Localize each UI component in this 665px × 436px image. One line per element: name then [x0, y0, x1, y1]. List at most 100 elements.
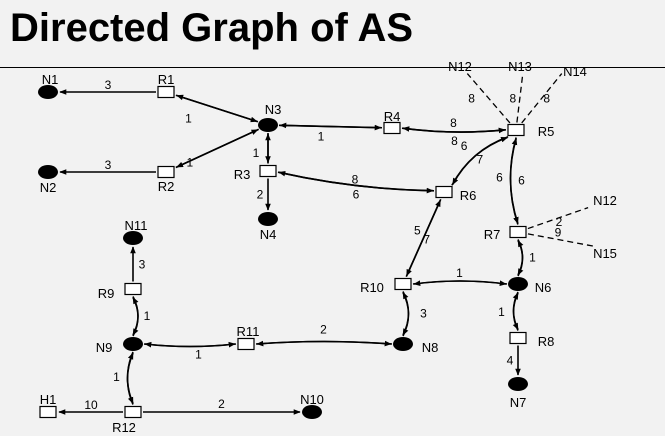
edge-cost-r6-r3: 6: [353, 188, 360, 202]
node-label-r10: R10: [360, 280, 384, 295]
edge-cost-r7-n12b: 2: [556, 215, 563, 229]
edge-cost-r8-n7: 4: [507, 353, 514, 367]
edge-r7-to-r5: [509, 137, 519, 225]
edge-r5-to-r4: [402, 126, 507, 133]
edge-n9-to-r12: [126, 351, 134, 405]
network-node-n1: [38, 85, 58, 99]
network-node-n6: [508, 277, 528, 291]
edge-cost-r7-r5: 6: [496, 171, 503, 185]
edge-cost-r3-n4: 2: [257, 187, 264, 201]
edge-n8-to-r11: [256, 340, 393, 347]
edge-cost-r4-n3: 1: [318, 130, 325, 144]
edge-r5-to-n14: [521, 73, 563, 124]
edge-cost-r5-n14: 8: [543, 91, 550, 105]
router-node-r9: [124, 282, 142, 296]
node-label-r3: R3: [234, 167, 251, 182]
edge-cost-r3-r6: 8: [352, 172, 359, 186]
edge-cost-r7-n6: 1: [529, 250, 536, 264]
node-label-n8: N8: [422, 340, 439, 355]
edge-n6-to-r7: [517, 239, 524, 277]
host-node-h1: [39, 405, 57, 419]
edge-n3-to-r4: [278, 124, 382, 131]
edge-cost-r4-r5: 8: [450, 116, 457, 130]
nodes-layer: [38, 85, 528, 419]
edge-n6-to-r10: [413, 280, 508, 286]
node-label-n12a: N12: [448, 59, 472, 74]
edge-cost-r2-n2: 3: [105, 158, 112, 172]
node-label-r8: R8: [538, 334, 555, 349]
node-label-r9: R9: [98, 286, 115, 301]
router-node-r1: [157, 85, 175, 99]
network-node-n3: [258, 118, 278, 132]
edge-n9-to-r11: [143, 341, 236, 348]
title-divider: [0, 67, 665, 68]
node-label-n13: N13: [508, 59, 532, 74]
edge-cost-r10-r6: 5: [414, 223, 421, 237]
edge-cost-r10-n8: 3: [420, 306, 427, 320]
edge-cost-r11-n9: 1: [195, 348, 202, 362]
node-label-r4: R4: [384, 109, 401, 124]
edge-cost-r5-n13: 8: [509, 91, 516, 105]
router-node-r5: [507, 123, 525, 137]
edge-r6-to-r5: [451, 136, 508, 186]
edge-cost-r1-n1: 3: [105, 78, 112, 92]
edge-cost-r6-r5: 6: [461, 139, 468, 153]
edge-cost-r6-r10: 7: [423, 233, 430, 247]
edge-n9-to-r9: [132, 296, 139, 337]
router-node-r10: [394, 277, 412, 291]
node-label-n11: N11: [125, 218, 148, 233]
edge-r6-to-r3: [278, 170, 435, 192]
edge-cost-r5-r6: 7: [476, 152, 483, 166]
node-label-n7: N7: [510, 395, 527, 410]
edge-cost-r12-n9: 1: [113, 370, 120, 384]
node-label-r2: R2: [158, 179, 175, 194]
node-label-n10: N10: [300, 392, 324, 407]
router-node-r12: [124, 405, 142, 419]
edge-n6-to-r8: [512, 291, 519, 331]
edge-cost-r3-n3: 1: [253, 146, 260, 160]
edge-cost-r5-n12a: 8: [468, 91, 475, 105]
node-label-h1: H1: [40, 392, 57, 407]
edge-cost-r9-n9: 1: [144, 309, 151, 323]
network-node-n8: [393, 337, 413, 351]
edge-n3-to-r1: [176, 94, 259, 123]
node-label-r1: R1: [158, 72, 175, 87]
node-label-r6: R6: [460, 188, 477, 203]
edge-r7-to-n12b: [527, 207, 589, 230]
network-node-n4: [258, 212, 278, 226]
network-node-n11: [123, 231, 143, 245]
edge-n3-to-r2: [176, 128, 260, 168]
edge-r7-to-n15: [527, 233, 597, 248]
edge-r10-to-r6: [405, 199, 442, 277]
router-node-r4: [383, 121, 401, 135]
node-label-r5: R5: [538, 124, 555, 139]
node-label-n3: N3: [265, 102, 282, 117]
network-node-n10: [302, 405, 322, 419]
network-node-n2: [38, 165, 58, 179]
edge-n8-to-r10: [402, 291, 410, 337]
router-node-r6: [435, 185, 453, 199]
edge-cost-r11-n8: 2: [320, 323, 327, 337]
router-node-r11: [237, 337, 255, 351]
node-label-r7: R7: [484, 227, 501, 242]
router-node-r3: [259, 164, 277, 178]
edges-layer: [58, 73, 597, 415]
node-label-n9: N9: [96, 340, 113, 355]
edge-cost-r10-n6: 1: [456, 266, 463, 280]
slide-title: Directed Graph of AS: [10, 6, 414, 50]
edge-cost-r2-n3: 1: [186, 156, 193, 170]
edge-cost-r5-r4: 8: [451, 134, 458, 148]
node-label-n1: N1: [42, 72, 59, 87]
edge-cost-r12-n10: 2: [218, 397, 225, 411]
node-label-r12: R12: [112, 420, 136, 435]
network-node-n7: [508, 377, 528, 391]
router-node-r2: [157, 165, 175, 179]
edge-cost-r12-h1: 10: [84, 398, 98, 412]
router-node-r7: [509, 225, 527, 239]
edge-cost-r9-n11: 3: [139, 257, 146, 271]
node-label-n15: N15: [593, 246, 617, 261]
node-label-n14: N14: [563, 64, 587, 79]
network-node-n9: [123, 337, 143, 351]
